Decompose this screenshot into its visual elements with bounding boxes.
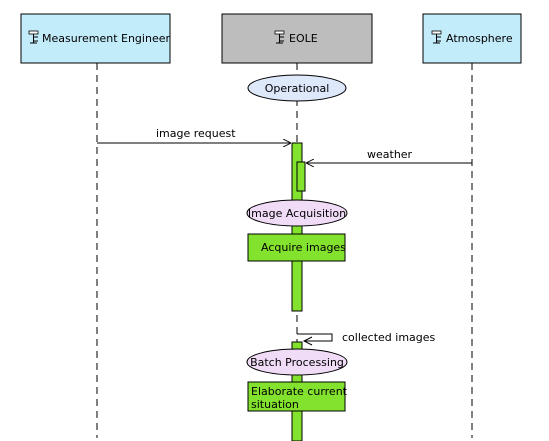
state-label: Image Acquisition — [248, 207, 346, 220]
component-icon — [274, 30, 285, 44]
activation-bar-nested[interactable] — [296, 161, 306, 192]
state-operational[interactable]: Operational — [247, 74, 347, 102]
activity-elaborate-situation[interactable]: Elaborate current situation — [247, 381, 348, 412]
activity-label-line-1: Elaborate current — [251, 385, 348, 398]
activity-label-line-2: situation — [251, 398, 299, 411]
message-label: image request — [156, 127, 236, 140]
lifeline-label: Measurement Engineer — [42, 32, 170, 45]
lifeline-label: Atmosphere — [446, 32, 513, 45]
lifeline-header-atmosphere[interactable]: Atmosphere — [422, 13, 522, 64]
component-icon — [431, 30, 442, 44]
lifeline-header-engineer[interactable]: Measurement Engineer — [20, 13, 171, 64]
message-label: collected images — [342, 331, 436, 344]
activity-label: Acquire images — [261, 241, 346, 254]
state-label: Operational — [265, 82, 330, 95]
activation-bar[interactable] — [291, 142, 303, 312]
message-collected-images[interactable]: collected images — [297, 331, 436, 346]
state-batch-processing[interactable]: Batch Processing — [246, 348, 348, 376]
lifeline-label: EOLE — [289, 32, 318, 45]
component-icon — [28, 30, 39, 44]
message-weather[interactable]: weather — [306, 148, 472, 163]
state-label: Batch Processing — [250, 356, 344, 369]
lifeline-header-eole[interactable]: EOLE — [221, 13, 373, 64]
activity-acquire-images[interactable]: Acquire images — [247, 233, 346, 262]
message-image-request[interactable]: image request — [97, 127, 291, 143]
message-label: weather — [367, 148, 413, 161]
state-image-acquisition[interactable]: Image Acquisition — [246, 199, 348, 227]
